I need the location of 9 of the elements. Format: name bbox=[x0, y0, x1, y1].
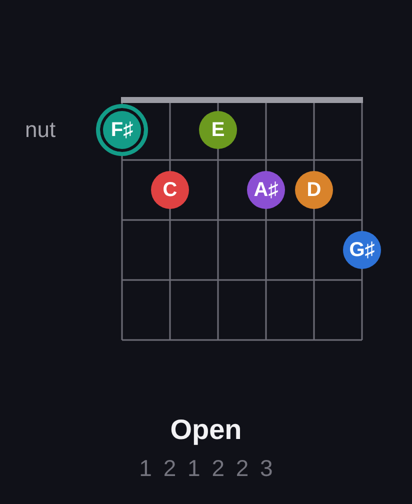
chord-title: Open bbox=[170, 416, 242, 444]
note-dot: A♯ bbox=[247, 171, 285, 209]
note-dot: D bbox=[295, 171, 333, 209]
finger-numbers: 1 2 1 2 2 3 bbox=[139, 457, 273, 480]
note-dot: G♯ bbox=[343, 231, 381, 269]
root-note-dot: F♯ bbox=[96, 104, 148, 156]
note-dot: C bbox=[151, 171, 189, 209]
nut-label: nut bbox=[25, 119, 56, 141]
note-dot: E bbox=[199, 111, 237, 149]
